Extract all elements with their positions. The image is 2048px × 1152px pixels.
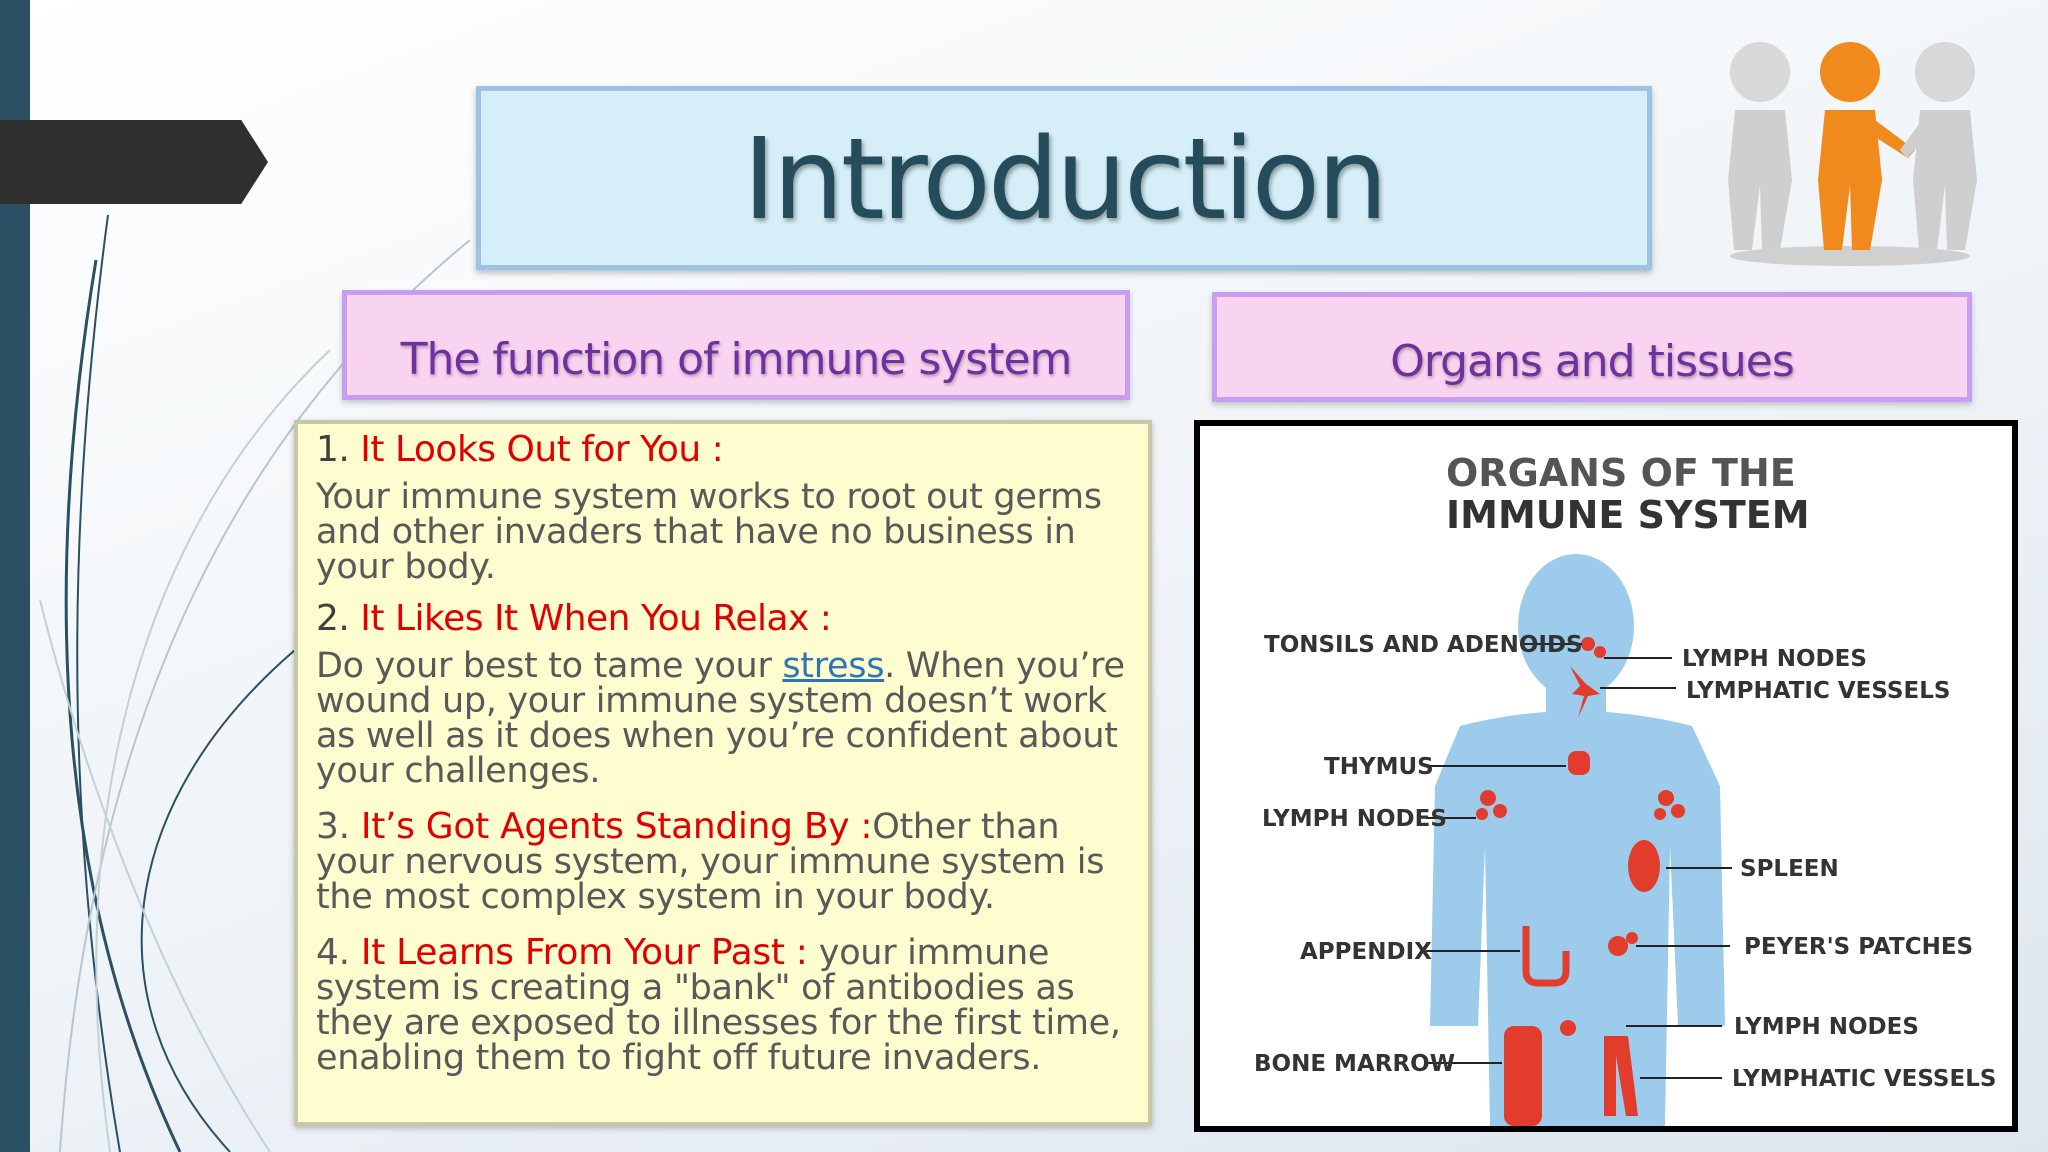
label-spleen: SPLEEN [1740, 856, 1839, 882]
heading-organs: Organs and tissues [1390, 336, 1795, 387]
immune-organs-diagram: ORGANS OF THE IMMUNE SYSTEM [1194, 420, 2018, 1132]
point-1-heading: 1. It Looks Out for You : [316, 429, 724, 470]
label-thymus: THYMUS [1324, 754, 1434, 780]
label-lymph-left: LYMPH NODES [1262, 806, 1447, 832]
label-vessels-top: LYMPHATIC VESSELS [1686, 678, 1950, 704]
point-2-body: Do your best to tame your stress. When y… [316, 646, 1125, 791]
label-vessels-bottom: LYMPHATIC VESSELS [1732, 1066, 1996, 1092]
leader-lines [1426, 643, 1732, 1079]
point-3: 3. It’s Got Agents Standing By :Other th… [316, 806, 1105, 917]
label-tonsils: TONSILS AND ADENOIDS [1264, 632, 1583, 658]
title-tag-arrow [0, 120, 268, 204]
point-1-body: Your immune system works to root out ger… [316, 477, 1102, 587]
label-lymph-right-top: LYMPH NODES [1682, 646, 1867, 672]
organs-red [1476, 637, 1685, 1126]
people-handshake-icon [1728, 42, 1977, 266]
label-bone-marrow: BONE MARROW [1254, 1051, 1455, 1077]
diagram-title-line1: ORGANS OF THE [1446, 451, 1796, 495]
diagram-title-line2: IMMUNE SYSTEM [1446, 493, 1810, 537]
title-box: Introduction [476, 86, 1652, 270]
functions-text-panel: 1. It Looks Out for You : Your immune sy… [294, 420, 1152, 1126]
point-2-heading: 2. It Likes It When You Relax : [316, 598, 832, 639]
stress-link[interactable]: stress [782, 646, 885, 686]
heading-function: The function of immune system [400, 334, 1073, 385]
label-peyers: PEYER'S PATCHES [1744, 934, 1973, 960]
heading-box-organs: Organs and tissues [1212, 292, 1972, 402]
label-lymph-right-bottom: LYMPH NODES [1734, 1014, 1919, 1040]
label-appendix: APPENDIX [1300, 939, 1432, 965]
point-4: 4. It Learns From Your Past : your immun… [316, 932, 1121, 1078]
heading-box-function: The function of immune system [342, 290, 1130, 400]
slide-title: Introduction [742, 115, 1388, 245]
